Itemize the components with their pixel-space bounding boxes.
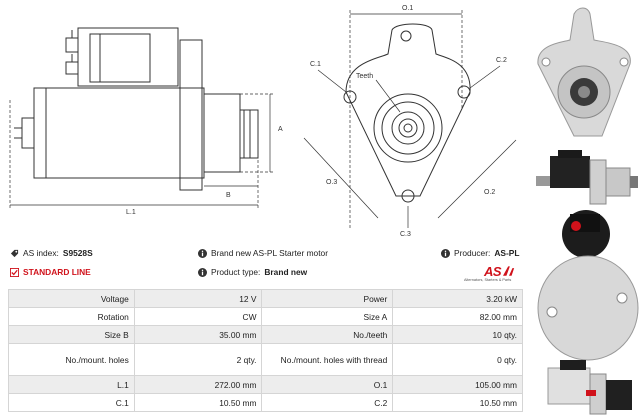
standard-line: STANDARD LINE bbox=[10, 267, 91, 277]
logo-tagline: Alternators, Starters & Parts bbox=[464, 278, 512, 282]
spec-label: No./mount. holes with thread bbox=[261, 343, 394, 376]
dim-label-b: B bbox=[226, 192, 231, 199]
as-index: AS index: S9528S bbox=[10, 248, 93, 258]
product-info: AS index: S9528S STANDARD LINE Brand new… bbox=[10, 244, 525, 284]
spec-value: 105.00 mm bbox=[392, 375, 523, 394]
tag-icon bbox=[10, 249, 19, 257]
as-logo: AS Alternators, Starters & Parts bbox=[462, 264, 522, 284]
as-index-label: AS index: bbox=[23, 248, 59, 258]
spec-value: 82.00 mm bbox=[392, 307, 523, 326]
checkbox-icon bbox=[10, 267, 19, 277]
table-row: C.1 10.50 mm C.2 10.50 mm bbox=[8, 393, 523, 412]
brand-text: Brand new AS-PL Starter motor bbox=[211, 248, 328, 258]
spec-value: CW bbox=[133, 307, 263, 326]
photo-side-view-2 bbox=[547, 360, 632, 415]
as-index-value: S9528S bbox=[62, 248, 93, 258]
photo-front-view bbox=[537, 7, 631, 137]
spec-value: 2 qty. bbox=[133, 343, 263, 376]
dim-label-o2: O.2 bbox=[484, 189, 495, 196]
spec-label: Size A bbox=[261, 307, 394, 326]
dim-label-c2: C.2 bbox=[496, 57, 507, 64]
spec-label: Voltage bbox=[8, 289, 135, 308]
standard-line-label: STANDARD LINE bbox=[23, 267, 91, 277]
spec-value: 10 qty. bbox=[392, 325, 523, 344]
producer-label: Producer: bbox=[454, 248, 491, 258]
table-row: No./mount. holes 2 qty. No./mount. holes… bbox=[8, 343, 523, 376]
product-type: Product type: Brand new bbox=[198, 267, 307, 277]
dim-label-c3: C.3 bbox=[400, 231, 411, 238]
spec-label: Rotation bbox=[8, 307, 135, 326]
dimension-lines bbox=[9, 93, 274, 210]
dim-label-a: A bbox=[278, 126, 283, 133]
technical-drawing: A B L.1 O.1 O.3 O.2 C.1 C.2 C.3 Teeth bbox=[9, 5, 517, 238]
logo-text: AS bbox=[484, 264, 502, 279]
dim-label-l1: L.1 bbox=[126, 209, 136, 216]
dim-label-o1: O.1 bbox=[402, 5, 413, 12]
product-type-value: Brand new bbox=[264, 267, 308, 277]
spec-label: Power bbox=[261, 289, 394, 308]
spec-label: L.1 bbox=[8, 375, 135, 394]
producer-value: AS-PL bbox=[494, 248, 520, 258]
photo-side-view-1 bbox=[536, 150, 638, 205]
spec-value: 0 qty. bbox=[392, 343, 523, 376]
spec-label: Size B bbox=[8, 325, 135, 344]
spec-value: 35.00 mm bbox=[133, 325, 263, 344]
photo-top-view bbox=[537, 210, 639, 361]
spec-value: 272.00 mm bbox=[133, 375, 263, 394]
dim-label-c1: C.1 bbox=[310, 61, 321, 68]
table-row: L.1 272.00 mm O.1 105.00 mm bbox=[8, 375, 523, 394]
table-row: Size B 35.00 mm No./teeth 10 qty. bbox=[8, 325, 523, 344]
info-icon bbox=[198, 248, 207, 258]
product-type-label: Product type: bbox=[211, 267, 261, 277]
specs-table: Voltage 12 V Power 3.20 kW Rotation CW S… bbox=[8, 289, 523, 412]
spec-label: C.1 bbox=[8, 393, 135, 412]
spec-value: 3.20 kW bbox=[392, 289, 523, 308]
spec-value: 12 V bbox=[133, 289, 263, 308]
dim-label-o3: O.3 bbox=[326, 179, 337, 186]
product-photos bbox=[536, 7, 639, 415]
spec-label: C.2 bbox=[261, 393, 394, 412]
info-icon bbox=[441, 248, 450, 258]
logo-mark-icon bbox=[503, 266, 515, 276]
dim-label-teeth: Teeth bbox=[356, 73, 373, 80]
spec-label: No./teeth bbox=[261, 325, 394, 344]
producer: Producer: AS-PL bbox=[441, 248, 519, 258]
brand-line: Brand new AS-PL Starter motor bbox=[198, 248, 328, 258]
info-icon bbox=[198, 267, 207, 277]
table-row: Voltage 12 V Power 3.20 kW bbox=[8, 289, 523, 308]
front-view-drawing bbox=[343, 23, 471, 203]
spec-value: 10.50 mm bbox=[392, 393, 523, 412]
spec-label: No./mount. holes bbox=[8, 343, 135, 376]
side-view-drawing bbox=[14, 27, 259, 191]
spec-value: 10.50 mm bbox=[133, 393, 263, 412]
table-row: Rotation CW Size A 82.00 mm bbox=[8, 307, 523, 326]
front-dimension-lines bbox=[303, 10, 517, 230]
spec-label: O.1 bbox=[261, 375, 394, 394]
